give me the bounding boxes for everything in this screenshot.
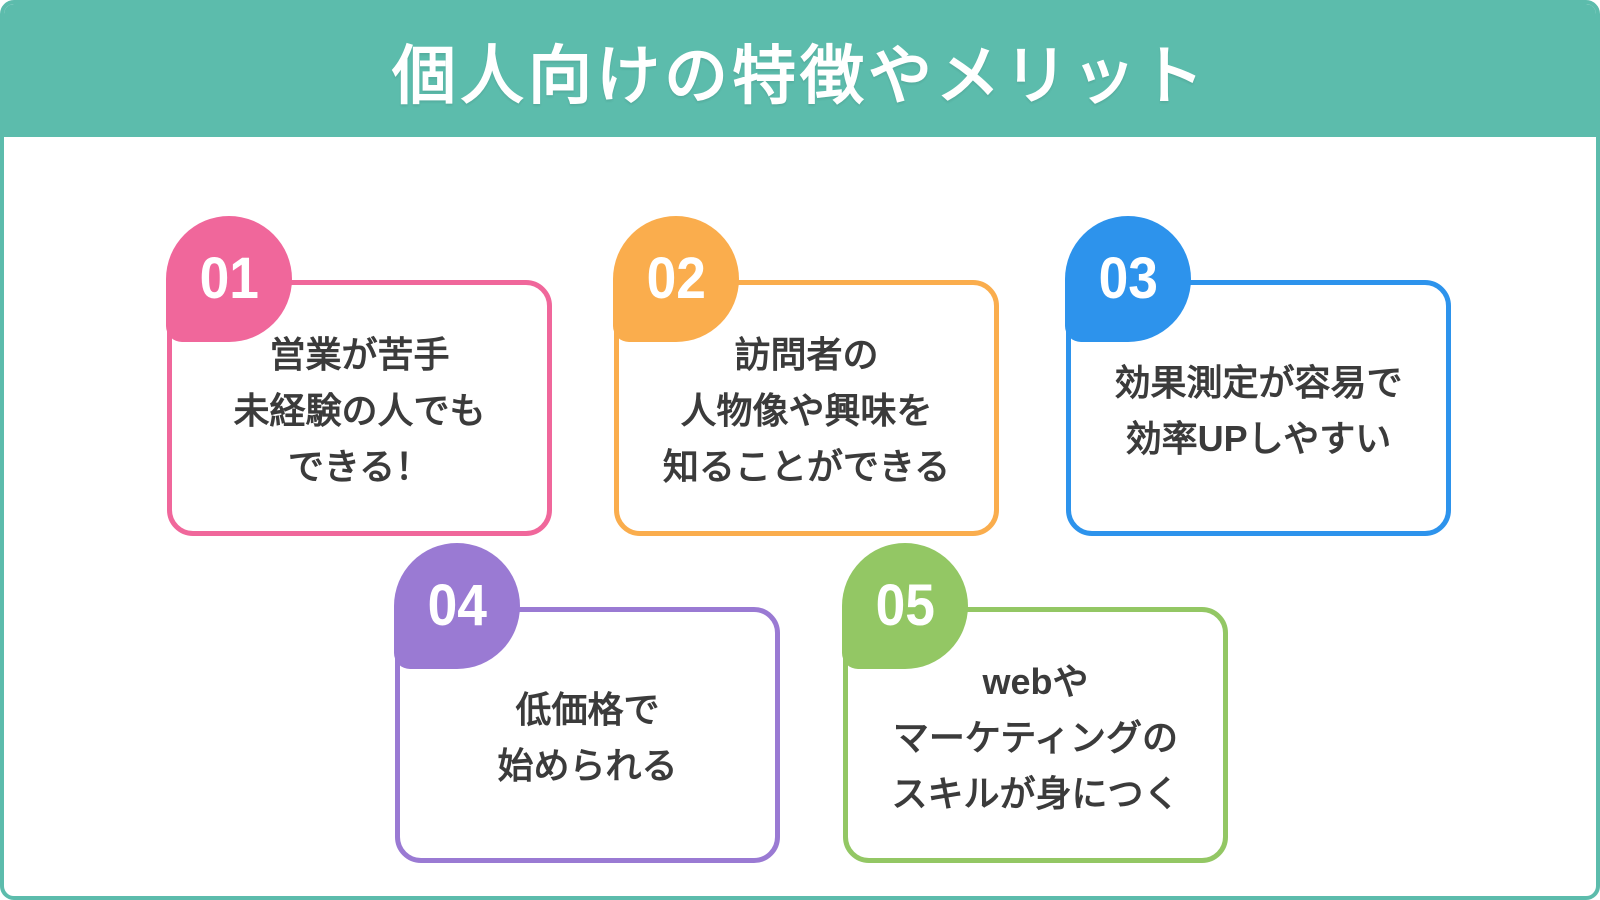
card-05-text: webや マーケティングの スキルが身につく <box>891 654 1179 821</box>
card-03-text: 効果測定が容易で 効率UPしやすい <box>1114 355 1402 467</box>
card-text-line: webや <box>982 661 1089 703</box>
card-text-line: 始められる <box>497 745 678 786</box>
card-02-number-badge: 02 <box>613 216 739 342</box>
card-03-number-badge: 03 <box>1065 216 1191 342</box>
card-01-text: 営業が苦手 未経験の人でも できる！ <box>233 327 485 494</box>
page-title: 個人向けの特徴やメリット <box>392 39 1208 112</box>
card-text-line: 人物像や興味を <box>680 390 933 432</box>
header-band: 個人向けの特徴やメリット <box>4 4 1596 137</box>
card-02: 02 訪問者の 人物像や興味を 知ることができる <box>613 216 999 536</box>
card-04-number: 04 <box>427 573 487 638</box>
card-05: 05 webや マーケティングの スキルが身につく <box>842 543 1228 863</box>
card-text-line: 低価格で <box>515 689 660 731</box>
card-04-text: 低価格で 始められる <box>497 682 677 794</box>
card-text-line: 訪問者の <box>734 334 879 376</box>
card-text-line: スキルが身につく <box>891 772 1180 814</box>
card-text-line: 営業が苦手 <box>269 334 450 376</box>
card-text-line: 効果測定が容易で <box>1114 362 1403 404</box>
card-03: 03 効果測定が容易で 効率UPしやすい <box>1065 216 1451 536</box>
card-04-number-badge: 04 <box>394 543 520 669</box>
card-03-number: 03 <box>1098 246 1158 311</box>
card-01-number-badge: 01 <box>166 216 292 342</box>
card-text-line: 未経験の人でも <box>233 390 486 432</box>
card-01: 01 営業が苦手 未経験の人でも できる！ <box>166 216 552 536</box>
card-text-line: 知ることができる <box>662 445 951 487</box>
card-02-text: 訪問者の 人物像や興味を 知ることができる <box>663 327 950 494</box>
card-text-line: 効率UPしやすい <box>1125 418 1392 459</box>
card-text-line: マーケティングの <box>892 717 1179 759</box>
card-05-number: 05 <box>875 573 935 638</box>
card-02-number: 02 <box>646 246 706 311</box>
card-04: 04 低価格で 始められる <box>394 543 780 863</box>
card-01-number: 01 <box>199 246 259 311</box>
card-05-number-badge: 05 <box>842 543 968 669</box>
card-text-line: できる！ <box>287 445 432 487</box>
